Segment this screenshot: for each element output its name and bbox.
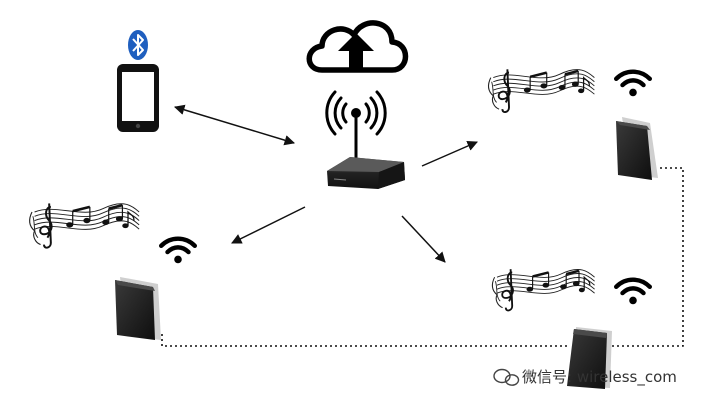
bluetooth-icon — [128, 30, 148, 60]
speaker-bottom-right — [491, 267, 650, 389]
speaker-icon — [567, 327, 612, 389]
watermark: 微信号: wireless_com — [493, 368, 677, 387]
speaker-chain-right-dotted-link — [611, 167, 684, 347]
speaker-top-right — [487, 67, 658, 180]
wechat-logo-icon — [493, 368, 520, 386]
speaker-icon — [115, 277, 161, 340]
connection-lines — [161, 104, 684, 347]
music-notes-icon — [28, 201, 141, 250]
router-speaker-left-link — [231, 206, 306, 244]
watermark-text: 微信号: wireless_com — [522, 368, 677, 387]
wifi-icon — [616, 280, 650, 305]
router-speaker-top-right-link — [421, 140, 478, 167]
speaker-icon — [616, 117, 658, 180]
music-notes-icon — [491, 267, 596, 312]
phone-router-link — [173, 104, 296, 146]
smartphone-icon — [117, 64, 159, 132]
music-notes-icon — [487, 67, 596, 114]
speaker-left — [28, 201, 195, 340]
radio-signal-icon — [325, 90, 387, 162]
speaker-chain-left-dotted-link — [161, 334, 568, 347]
router-speaker-bottom-right-link — [401, 215, 446, 263]
wifi-router-icon — [327, 157, 405, 189]
wifi-icon — [161, 239, 195, 264]
cloud-upload-icon — [306, 20, 409, 73]
wifi-icon — [616, 72, 650, 97]
